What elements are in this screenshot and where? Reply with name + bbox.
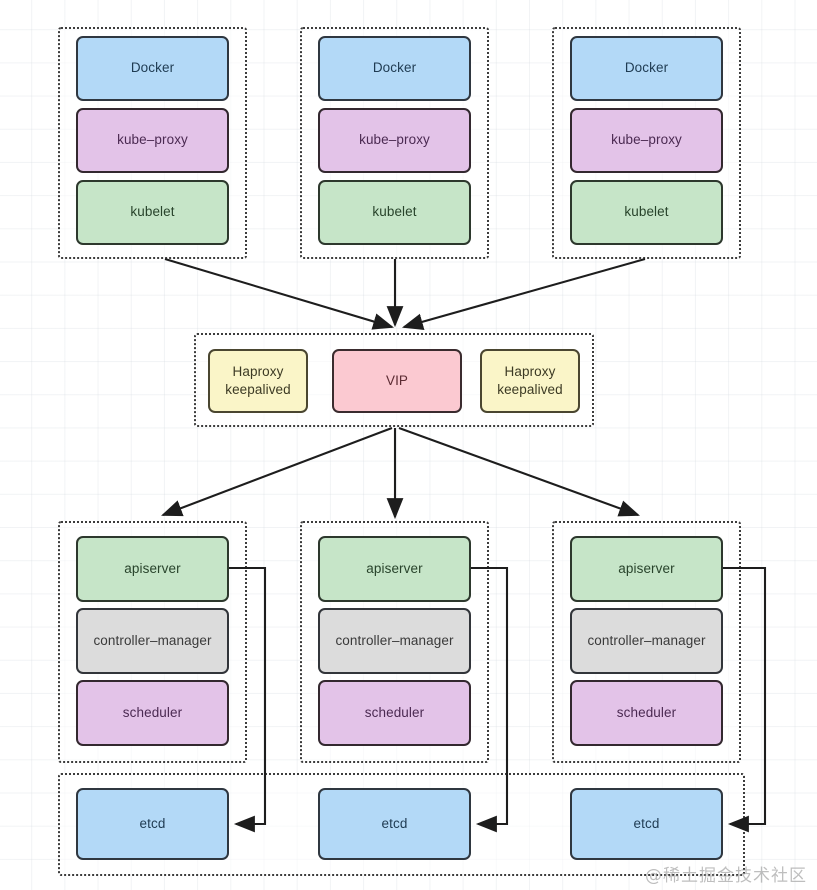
master-1-scheduler[interactable]: scheduler bbox=[76, 680, 229, 746]
haproxy-keepalived-right[interactable]: Haproxy keepalived bbox=[480, 349, 580, 413]
watermark: @稀土掘金技术社区 bbox=[645, 866, 807, 886]
master-3-apiserver[interactable]: apiserver bbox=[570, 536, 723, 602]
master-2-apiserver[interactable]: apiserver bbox=[318, 536, 471, 602]
etcd-node-1[interactable]: etcd bbox=[76, 788, 229, 860]
worker-3-kube-proxy[interactable]: kube–proxy bbox=[570, 108, 723, 173]
etcd-node-3[interactable]: etcd bbox=[570, 788, 723, 860]
link-worker3-to-vip bbox=[401, 257, 646, 330]
master-1-controller-manager[interactable]: controller–manager bbox=[76, 608, 229, 674]
link-vip-to-master3 bbox=[398, 427, 640, 517]
master-2-scheduler[interactable]: scheduler bbox=[318, 680, 471, 746]
master-2-controller-manager[interactable]: controller–manager bbox=[318, 608, 471, 674]
worker-2-docker[interactable]: Docker bbox=[318, 36, 471, 101]
worker-2-kubelet[interactable]: kubelet bbox=[318, 180, 471, 245]
vip-box[interactable]: VIP bbox=[332, 349, 462, 413]
worker-2-kube-proxy[interactable]: kube–proxy bbox=[318, 108, 471, 173]
master-3-scheduler[interactable]: scheduler bbox=[570, 680, 723, 746]
worker-3-docker[interactable]: Docker bbox=[570, 36, 723, 101]
worker-1-kube-proxy[interactable]: kube–proxy bbox=[76, 108, 229, 173]
etcd-node-2[interactable]: etcd bbox=[318, 788, 471, 860]
master-1-apiserver[interactable]: apiserver bbox=[76, 536, 229, 602]
link-vip-to-master1 bbox=[161, 427, 393, 517]
master-3-controller-manager[interactable]: controller–manager bbox=[570, 608, 723, 674]
worker-1-kubelet[interactable]: kubelet bbox=[76, 180, 229, 245]
link-worker1-to-vip bbox=[164, 257, 395, 330]
worker-1-docker[interactable]: Docker bbox=[76, 36, 229, 101]
worker-3-kubelet[interactable]: kubelet bbox=[570, 180, 723, 245]
haproxy-keepalived-left[interactable]: Haproxy keepalived bbox=[208, 349, 308, 413]
